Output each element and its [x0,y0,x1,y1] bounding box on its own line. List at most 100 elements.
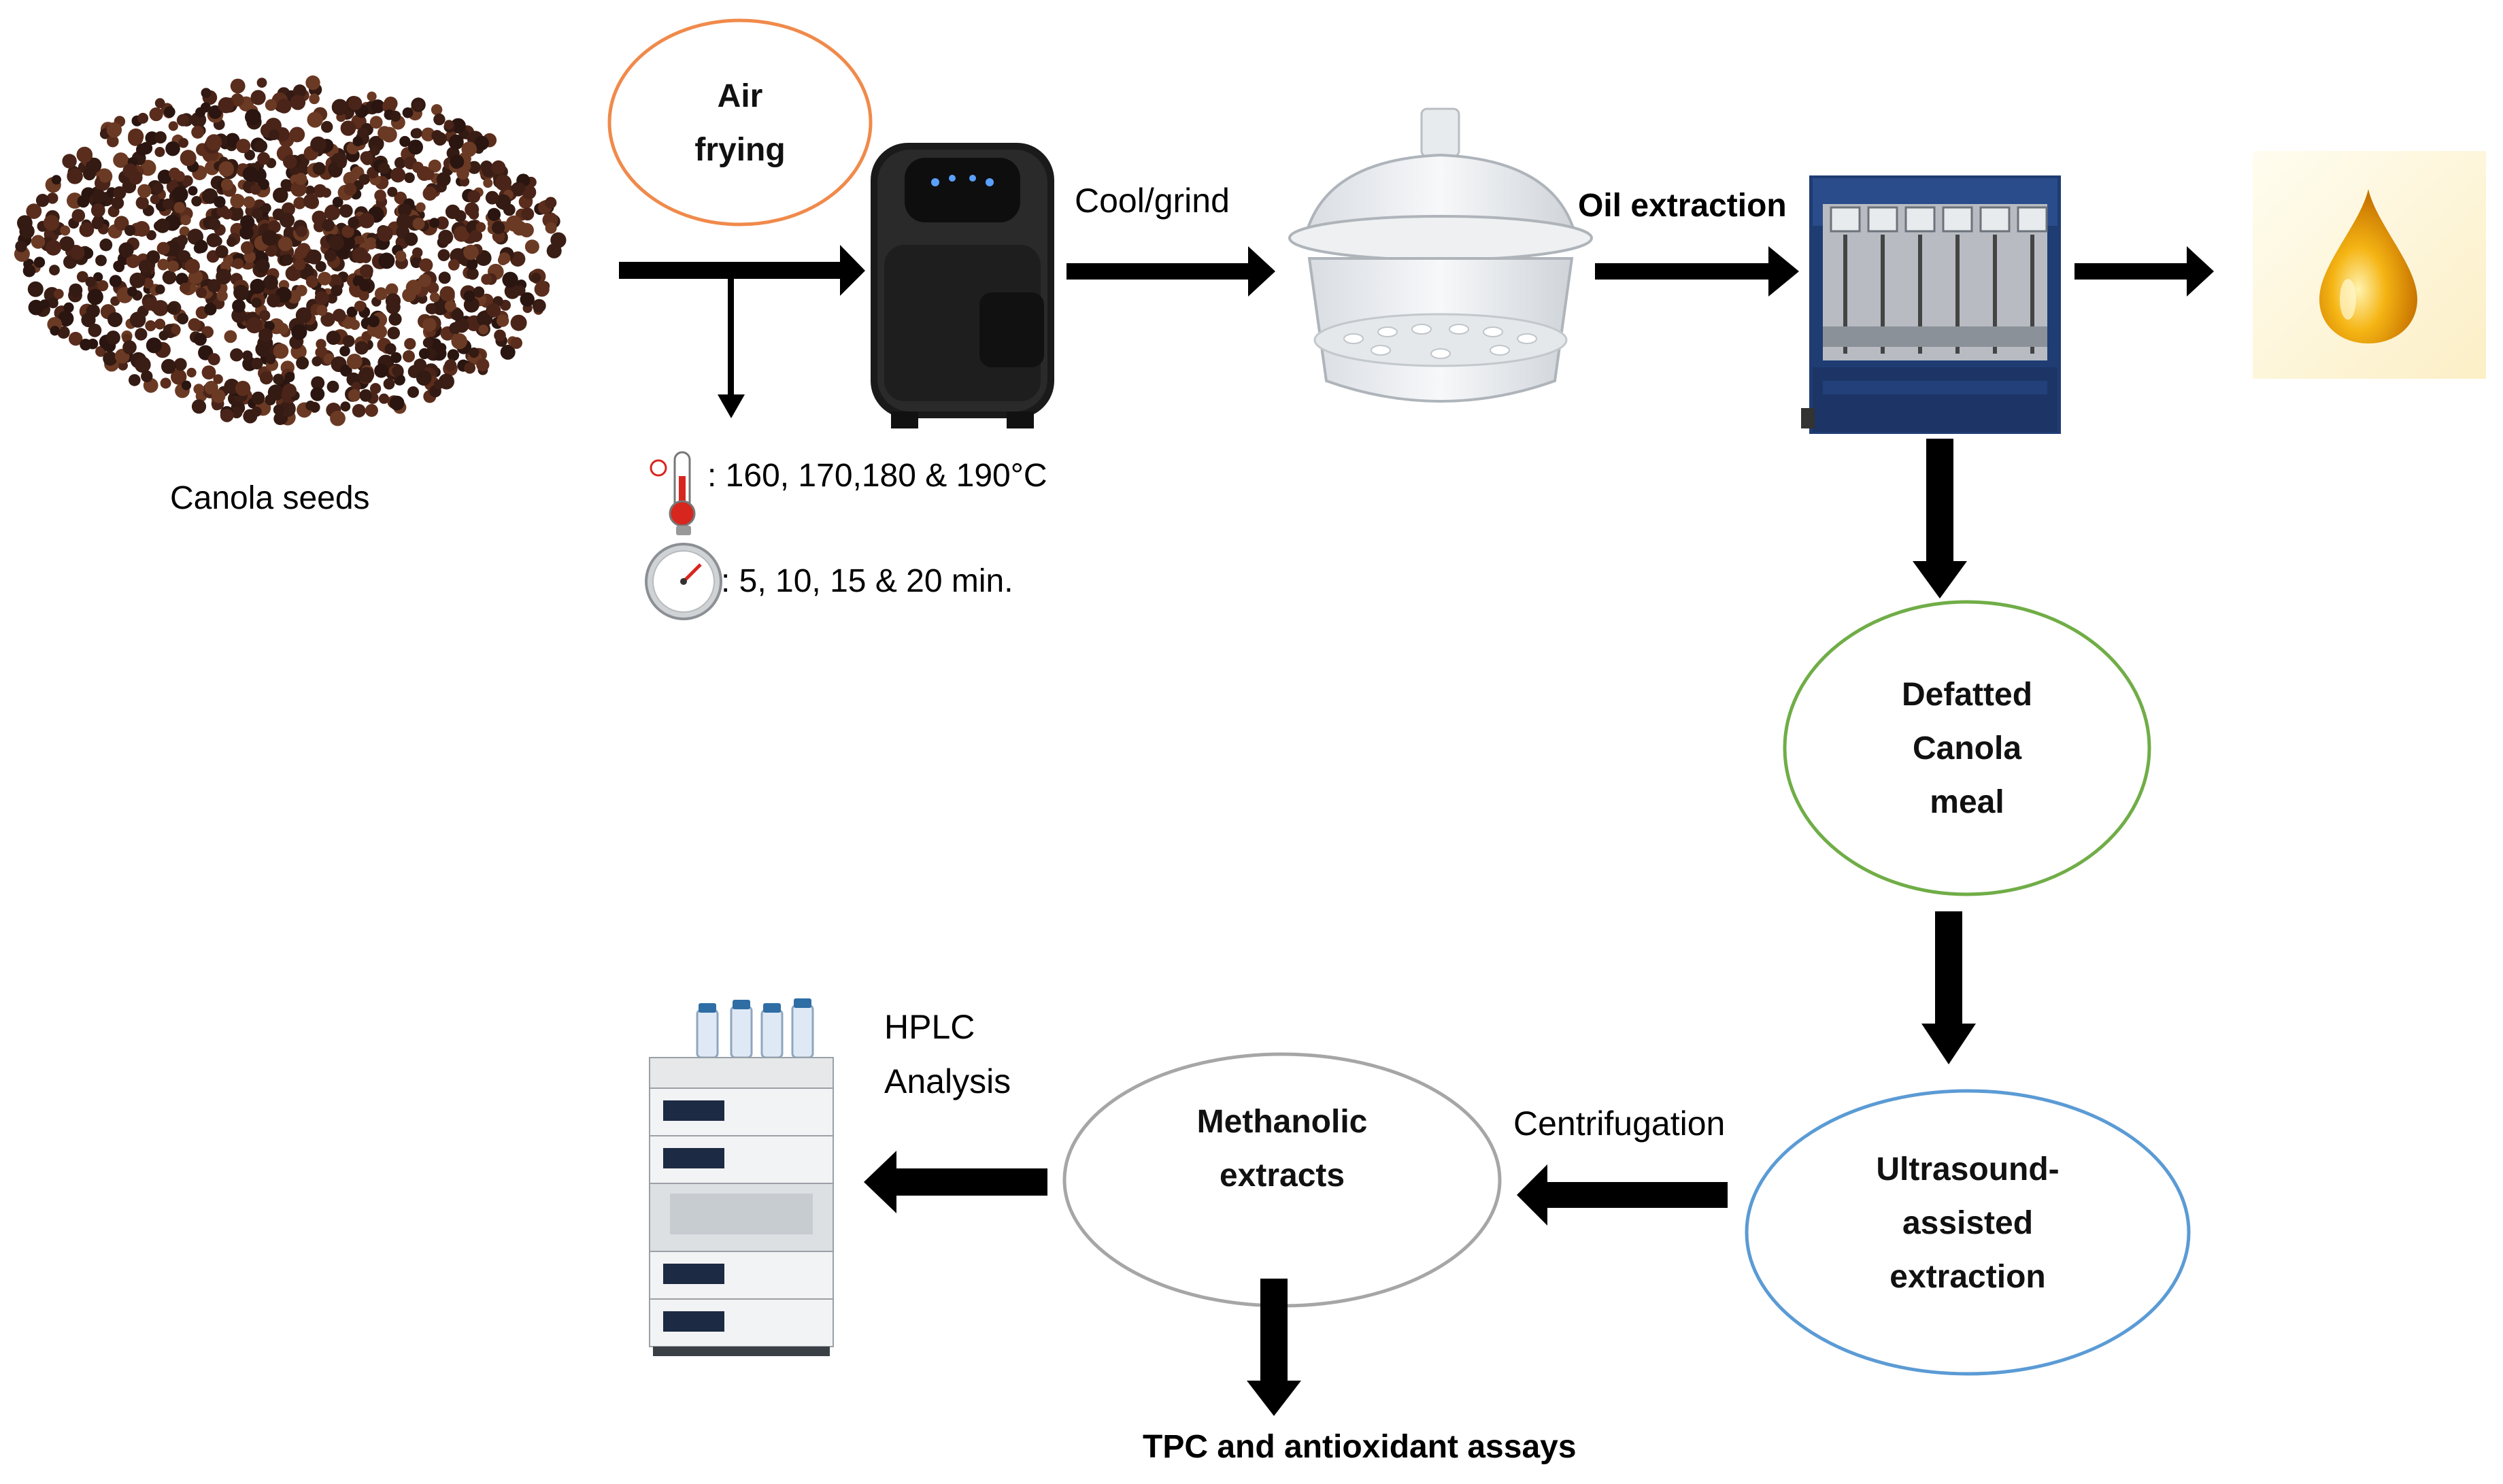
seed [404,172,415,184]
seed [69,331,83,346]
seed [365,404,378,417]
seed [113,260,124,271]
seed [404,338,416,350]
seed [124,224,136,236]
seed [22,264,36,277]
arrow-methanolic-to-tpc [1260,1279,1288,1387]
seed [311,376,325,390]
desiccator-image [1288,107,1593,403]
seed [329,235,345,251]
seed [392,365,403,377]
seed [413,101,423,111]
arrow-desiccator-to-extractor-head [1768,246,1799,297]
seed [407,386,419,398]
seed [214,196,226,208]
seed [205,134,222,150]
seed [412,218,425,230]
ultrasound-line3: extraction [1889,1259,2046,1296]
seed [367,315,380,328]
temperature-label: : 160, 170,180 & 190°C [707,458,1047,494]
seed [106,122,122,138]
seed [135,196,149,209]
seed [259,309,271,321]
seed [444,300,456,312]
seed [423,169,435,180]
seed [369,116,383,129]
seed [196,287,207,299]
seed [134,356,151,373]
arrow-defatted-to-ultrasound [1935,911,1962,1030]
seed [250,90,266,105]
seed [239,225,254,240]
seed [343,183,357,196]
seed [158,331,169,341]
seed [293,197,306,209]
seed [374,363,388,378]
seed [354,341,369,355]
seed [295,284,307,297]
seed [138,259,152,273]
seed [204,303,217,316]
seed [220,408,234,422]
seed [129,272,146,288]
ultrasound-line2: assisted [1902,1205,2034,1242]
seed [178,250,191,263]
seed [230,193,245,209]
seed [273,373,284,385]
seed [215,245,229,258]
seed [500,344,516,360]
seed [113,152,129,168]
seed [374,287,388,301]
seed [342,335,355,348]
seed [87,288,103,305]
seed [370,383,382,394]
arrow-extractor-to-oil-head [2187,246,2214,297]
cool-grind-label: Cool/grind [1075,182,1230,220]
seed [92,189,106,203]
seed [63,302,74,313]
seed [179,226,190,237]
seed [146,337,162,354]
air-frying-ellipse [607,18,873,226]
seed [208,218,221,231]
seed [320,312,335,327]
seed [412,247,423,258]
seed [15,240,27,252]
seed [398,203,412,217]
arrow-defatted-to-ultrasound-head [1921,1024,1976,1064]
seed [438,271,451,284]
seed [333,309,346,322]
seed [416,202,426,212]
seed [230,348,243,362]
seed [46,192,58,204]
seed [346,306,358,318]
seed [464,362,476,374]
seed [231,93,244,107]
seed [374,189,386,202]
seed [174,171,185,182]
seed [531,273,541,283]
seed [171,324,181,335]
seed [33,256,46,268]
seed [256,78,267,88]
seed [258,328,273,343]
seed [433,132,447,146]
seed [326,380,339,393]
seed [230,78,246,94]
seed [365,237,377,250]
seed [173,201,186,214]
seed [45,239,61,256]
seed [19,223,35,239]
arrow-ultrasound-to-methanolic [1544,1182,1728,1208]
seed [39,299,50,309]
seed [90,203,105,218]
seed [532,299,546,313]
seed [387,326,400,340]
seed [77,195,90,208]
seed [193,384,205,394]
seed [390,352,402,363]
air-fryer-image [871,143,1054,428]
seed [126,254,140,269]
seed [291,324,307,340]
